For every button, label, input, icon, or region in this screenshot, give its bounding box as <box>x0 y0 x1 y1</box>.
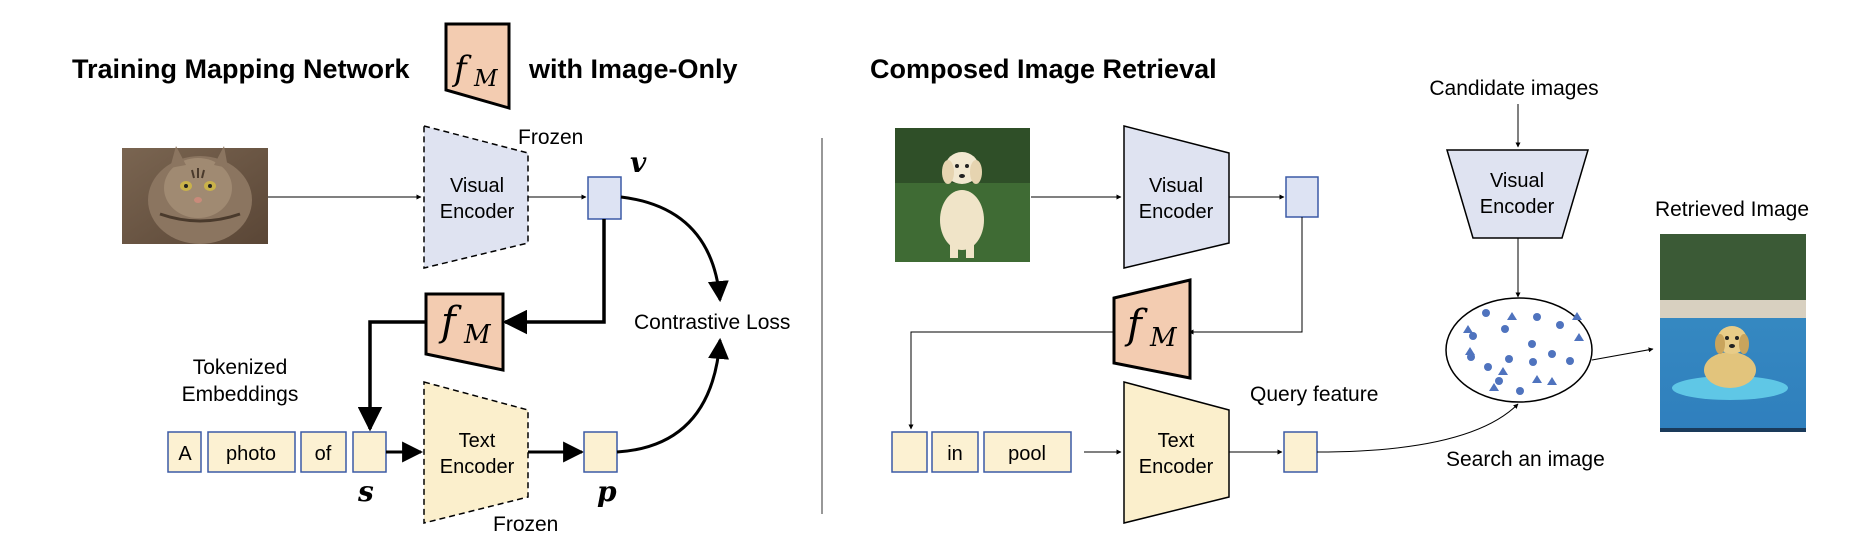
svg-text:in: in <box>947 443 963 465</box>
reference-image-feature-box <box>1285 176 1319 218</box>
mapping-network-fm: f M <box>424 292 505 372</box>
text-encoder-label-line2: Encoder <box>440 456 515 478</box>
v-symbol: v <box>630 146 647 179</box>
query-feature-label: Query feature <box>1250 383 1378 406</box>
p-symbol: p <box>597 475 617 508</box>
dog-reference-image <box>895 128 1030 262</box>
right-panel: Composed Image Retrieval Visual Encoder <box>870 54 1809 524</box>
pseudo-token-box <box>891 431 928 473</box>
token-in: in <box>931 431 979 473</box>
frozen-label-bottom: Frozen <box>493 513 558 536</box>
title-mapping-network-icon: f M <box>444 22 511 110</box>
svg-text:pool: pool <box>1008 443 1046 465</box>
query-feature-box <box>1283 431 1318 473</box>
frozen-label-top: Frozen <box>518 126 583 149</box>
tokenized-embeddings-label-line2: Embeddings <box>182 383 299 406</box>
candidate-images-label: Candidate images <box>1429 77 1598 100</box>
svg-text:M: M <box>473 66 499 92</box>
svg-text:A: A <box>178 443 192 465</box>
visual-encoder: Visual Encoder <box>1123 125 1230 269</box>
svg-text:M: M <box>1149 323 1178 353</box>
token-a: A <box>167 431 202 473</box>
candidate-visual-encoder: Visual Encoder <box>1445 149 1590 239</box>
frozen-visual-encoder: Visual Encoder <box>423 125 529 269</box>
candidate-visual-encoder-label-line1: Visual <box>1490 170 1544 192</box>
embedding-space <box>1445 297 1593 403</box>
left-panel: Training Mapping Network f M with Image-… <box>72 22 790 536</box>
left-title-suffix: with Image-Only <box>528 54 738 84</box>
visual-encoder-label-line2: Encoder <box>440 201 515 223</box>
visual-encoder-label-line1: Visual <box>450 175 504 197</box>
text-encoder-label-line1: Text <box>1158 430 1195 452</box>
retrieved-image <box>1660 234 1806 432</box>
token-of: of <box>300 431 347 473</box>
contrastive-loss-label: Contrastive Loss <box>634 311 790 334</box>
text-encoder-label-line1: Text <box>459 430 496 452</box>
tokenized-embeddings-label-line1: Tokenized <box>193 356 288 379</box>
retrieved-image-label: Retrieved Image <box>1655 198 1809 221</box>
s-symbol: s <box>357 475 374 508</box>
token-photo: photo <box>207 431 296 473</box>
mapping-network-fm: f M <box>1112 278 1192 380</box>
svg-text:M: M <box>463 320 492 350</box>
cat-image <box>122 146 268 244</box>
visual-encoder-label-line1: Visual <box>1149 175 1203 197</box>
text-feature-box-p <box>583 431 618 473</box>
svg-text:photo: photo <box>226 443 276 465</box>
text-encoder: Text Encoder <box>1123 381 1230 524</box>
token-pool: pool <box>983 431 1072 473</box>
right-title: Composed Image Retrieval <box>870 54 1217 84</box>
left-title-prefix: Training Mapping Network <box>72 54 410 84</box>
text-encoder-label-line2: Encoder <box>1139 456 1214 478</box>
candidate-visual-encoder-label-line2: Encoder <box>1480 196 1555 218</box>
embedding-points <box>1463 309 1584 395</box>
image-feature-box-v <box>587 176 622 220</box>
search-an-image-label: Search an image <box>1446 448 1605 471</box>
svg-text:of: of <box>315 443 332 465</box>
frozen-text-encoder: Text Encoder <box>423 381 529 524</box>
visual-encoder-label-line2: Encoder <box>1139 201 1214 223</box>
pseudo-token-s-box <box>352 431 387 473</box>
